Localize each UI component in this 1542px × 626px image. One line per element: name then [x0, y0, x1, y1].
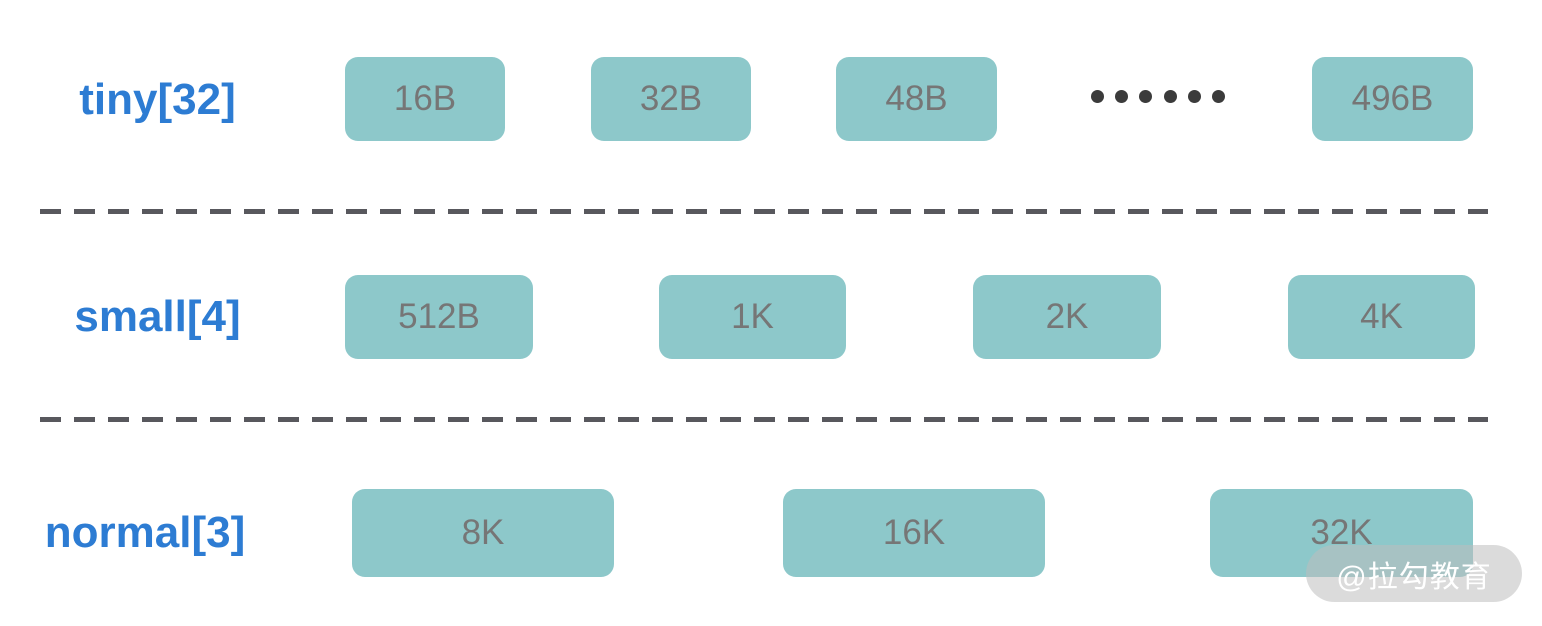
size-box-16k: 16K: [783, 489, 1045, 577]
dot-icon: [1139, 89, 1153, 103]
dot-icon: [1187, 89, 1201, 103]
dot-icon: [1163, 89, 1177, 103]
size-box-4k: 4K: [1288, 275, 1475, 359]
size-box-16b: 16B: [345, 57, 505, 141]
size-box-8k: 8K: [352, 489, 614, 577]
row-label-small: small[4]: [74, 292, 241, 341]
dot-icon: [1091, 89, 1104, 103]
size-box-2k: 2K: [973, 275, 1161, 359]
dot-icon: [1211, 89, 1225, 103]
dashed-divider-top: [40, 209, 1488, 214]
row-label-normal: normal[3]: [44, 508, 246, 557]
size-box-32b: 32B: [591, 57, 751, 141]
watermark-badge: @拉勾教育: [1306, 545, 1522, 602]
size-box-48b: 48B: [836, 57, 997, 141]
row-label-tiny: tiny[32]: [79, 75, 236, 124]
dashed-divider-bottom: [40, 417, 1488, 422]
size-box-496b: 496B: [1312, 57, 1473, 141]
ellipsis-dots-icon: [1091, 89, 1225, 103]
size-box-1k: 1K: [659, 275, 846, 359]
dot-icon: [1115, 89, 1129, 103]
size-box-512b: 512B: [345, 275, 533, 359]
